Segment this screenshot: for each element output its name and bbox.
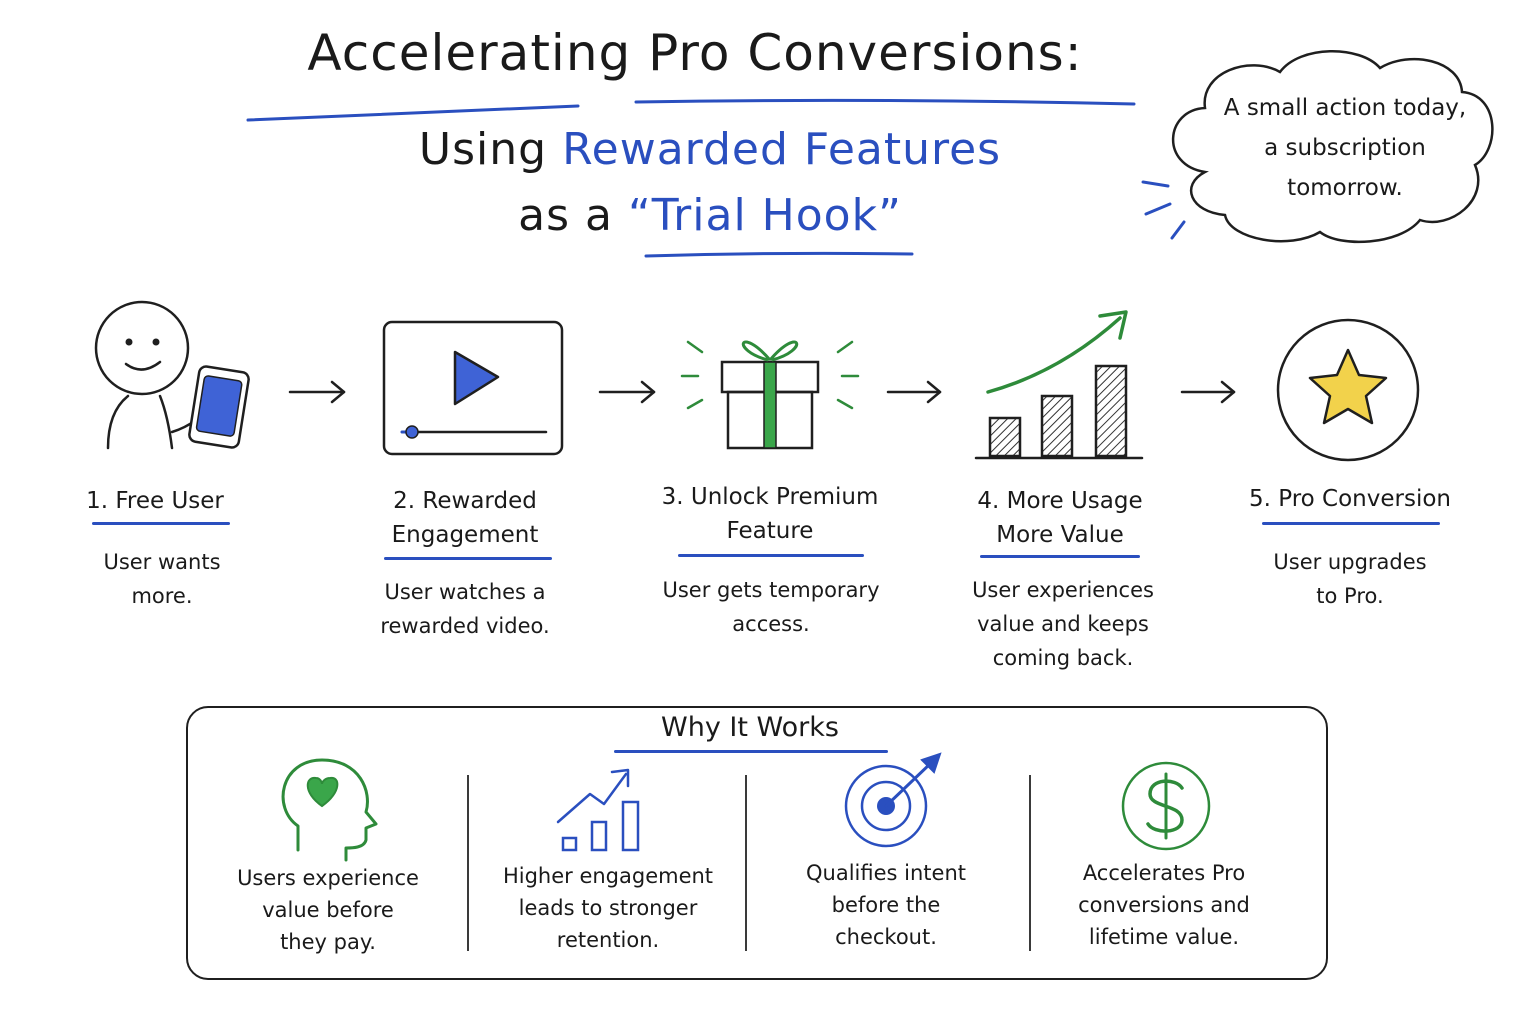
step-1-underline <box>92 522 230 525</box>
step-title-line: Engagement <box>391 522 539 548</box>
why-item-line: lifetime value. <box>1088 925 1240 949</box>
step-desc-line: access. <box>732 612 810 636</box>
why-item-line: Users experience <box>237 866 419 890</box>
step-desc-line: User wants <box>103 550 221 574</box>
flow-arrows <box>288 380 1236 404</box>
thought-line: A small action today, <box>1223 95 1467 121</box>
step-1-title: 1. Free User <box>60 484 250 518</box>
why-item-line: they pay. <box>280 930 376 954</box>
dollar-coin-icon <box>1121 761 1211 851</box>
why-item-4: Accelerates Pro conversions and lifetime… <box>1044 857 1284 953</box>
step-desc-line: User gets temporary <box>662 578 880 602</box>
step-title-line: 2. Rewarded <box>393 488 537 514</box>
step-desc-line: User upgrades <box>1273 550 1427 574</box>
thought-line: a subscription <box>1264 135 1426 161</box>
why-item-line: Higher engagement <box>502 864 714 888</box>
step-3-description: User gets temporary access. <box>636 573 906 641</box>
step-desc-line: rewarded video. <box>380 614 550 638</box>
thought-cloud <box>1141 50 1494 244</box>
why-item-line: before the <box>831 893 941 917</box>
subtitle-prefix: Using <box>418 124 548 175</box>
why-item-3: Qualifies intent before the checkout. <box>762 857 1010 953</box>
step-desc-line: coming back. <box>992 646 1134 670</box>
why-item-line: retention. <box>556 928 660 952</box>
title-underline <box>246 98 1136 122</box>
step-desc-line: User experiences <box>972 578 1154 602</box>
head-heart-icon <box>281 758 378 862</box>
step-2-title: 2. Rewarded Engagement <box>360 484 570 552</box>
thought-line: tomorrow. <box>1287 175 1403 201</box>
step-1-description: User wants more. <box>60 545 264 613</box>
divider <box>1029 775 1031 951</box>
step-title-line: 1. Free User <box>86 488 224 514</box>
why-item-line: Accelerates Pro <box>1082 861 1246 885</box>
step-title-line: 3. Unlock Premium <box>661 484 879 510</box>
subtitle-underline <box>644 251 914 258</box>
growth-bar-chart-icon <box>974 310 1144 460</box>
subtitle-prefix-2: as a <box>518 190 613 241</box>
why-item-2: Higher engagement leads to stronger rete… <box>484 860 732 956</box>
why-it-works-title: Why It Works <box>661 712 839 743</box>
step-2-description: User watches a rewarded video. <box>350 575 580 643</box>
step-2-underline <box>384 557 552 560</box>
subtitle-line-1: Using Rewarded Features <box>400 124 1020 175</box>
step-4-description: User experiences value and keeps coming … <box>940 573 1186 675</box>
why-item-line: conversions and <box>1078 893 1250 917</box>
why-item-1: Users experience value before they pay. <box>206 862 450 958</box>
divider <box>745 775 747 951</box>
step-title-line: Feature <box>726 518 814 544</box>
step-desc-line: User watches a <box>384 580 546 604</box>
arrow-right-icon <box>1180 380 1236 404</box>
subtitle-highlight: Rewarded Features <box>562 124 1002 175</box>
subtitle-line-2: as a “Trial Hook” <box>480 190 940 241</box>
user-with-phone-icon <box>94 300 250 450</box>
step-title-line: 4. More Usage <box>977 488 1143 514</box>
star-badge-icon <box>1276 318 1420 462</box>
subtitle-highlight-2: “Trial Hook” <box>627 190 902 241</box>
target-arrow-icon <box>844 752 942 848</box>
step-3-underline <box>678 554 864 557</box>
divider <box>467 775 469 951</box>
why-item-line: value before <box>262 898 394 922</box>
step-5-description: User upgrades to Pro. <box>1240 545 1460 613</box>
why-item-line: Qualifies intent <box>806 861 966 885</box>
why-item-line: checkout. <box>835 925 937 949</box>
arrow-right-icon <box>886 380 942 404</box>
step-desc-line: value and keeps <box>977 612 1149 636</box>
why-it-works-panel <box>186 706 1328 980</box>
thought-bubble-text: A small action today, a subscription tom… <box>1200 88 1490 208</box>
video-player-icon <box>382 320 564 456</box>
page-title: Accelerating Pro Conversions: <box>307 24 1083 82</box>
step-title-line: More Value <box>996 522 1124 548</box>
step-desc-line: more. <box>131 584 193 608</box>
step-title-line: 5. Pro Conversion <box>1248 486 1451 512</box>
step-desc-line: to Pro. <box>1316 584 1384 608</box>
step-5-underline <box>1262 522 1440 525</box>
step-3-title: 3. Unlock Premium Feature <box>640 480 900 548</box>
arrow-right-icon <box>288 380 346 404</box>
trend-bars-icon <box>556 768 640 852</box>
why-item-line: leads to stronger <box>518 896 698 920</box>
step-4-title: 4. More Usage More Value <box>940 484 1180 552</box>
gift-box-icon <box>680 340 860 450</box>
step-5-title: 5. Pro Conversion <box>1230 482 1470 516</box>
arrow-right-icon <box>598 380 656 404</box>
why-title-underline <box>614 750 888 753</box>
step-4-underline <box>980 555 1140 558</box>
